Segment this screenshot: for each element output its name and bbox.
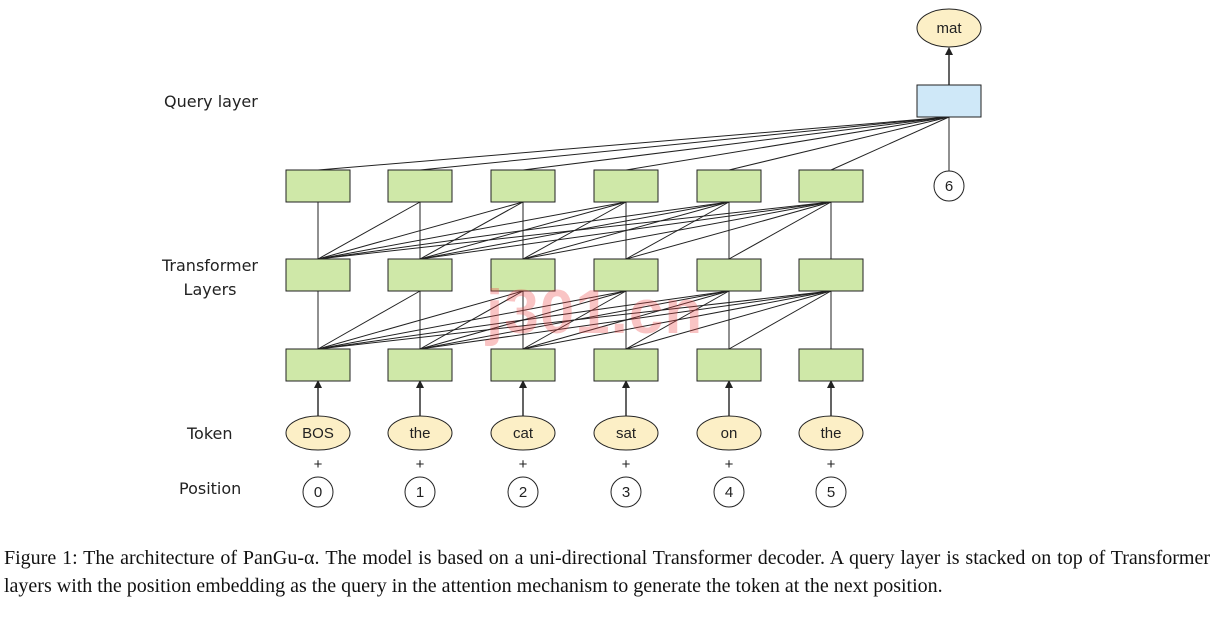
figure-caption: Figure 1: The architecture of PanGu-α. T…: [4, 547, 1210, 597]
attention-edge: [625, 201, 832, 260]
position-number: 2: [519, 484, 527, 501]
token-ellipse: [696, 415, 762, 451]
query-layer-label: Query layer: [164, 92, 258, 111]
transformer-middle-box: [387, 258, 453, 292]
transformer-bottom-box: [593, 348, 659, 382]
query-attention-edge: [728, 116, 950, 171]
attention-edge: [728, 201, 832, 260]
attention-edge: [419, 290, 832, 350]
position-circle: [815, 476, 847, 508]
transformer-top-box: [285, 169, 351, 203]
transformer-top-box: [696, 169, 762, 203]
token-text: on: [721, 425, 738, 442]
transformer-middle-box: [696, 258, 762, 292]
token-text: BOS: [302, 425, 334, 442]
attention-edge: [625, 290, 832, 350]
position-label: Position: [179, 479, 242, 498]
attention-edge: [522, 201, 832, 260]
output-token-text: mat: [936, 20, 962, 37]
attention-edge: [522, 290, 832, 350]
token-text: the: [821, 425, 842, 442]
transformer-bottom-box: [490, 348, 556, 382]
plus-sign: +: [827, 456, 836, 473]
attention-edge: [317, 290, 832, 350]
transformer-top-box: [490, 169, 556, 203]
position-number: 5: [827, 484, 835, 501]
position-number: 3: [622, 484, 630, 501]
plus-sign: +: [314, 456, 323, 473]
transformer-middle-box: [798, 258, 864, 292]
transformer-label-line2: Layers: [183, 280, 237, 299]
transformer-bottom-box: [387, 348, 453, 382]
attention-edge: [317, 290, 730, 350]
query-attention-edge: [419, 116, 950, 171]
attention-edge: [317, 201, 627, 260]
plus-sign: +: [622, 456, 631, 473]
query-layer-box: [916, 84, 982, 118]
transformer-middle-box: [593, 258, 659, 292]
token-ellipse: [387, 415, 453, 451]
position-number: 1: [416, 484, 424, 501]
plus-sign: +: [519, 456, 528, 473]
attention-edge: [317, 290, 524, 350]
transformer-layers-label: Transformer Layers: [162, 254, 258, 302]
attention-edge: [317, 201, 832, 260]
attention-edge: [728, 290, 832, 350]
plus-sign: +: [725, 456, 734, 473]
position-circle: [302, 476, 334, 508]
token-label: Token: [187, 424, 233, 443]
transformer-label-line1: Transformer: [162, 256, 259, 275]
transformer-middle-box: [285, 258, 351, 292]
transformer-top-box: [387, 169, 453, 203]
attention-edge: [317, 290, 421, 350]
token-text: the: [410, 425, 431, 442]
query-position-number: 6: [945, 178, 953, 195]
token-text: cat: [513, 425, 534, 442]
transformer-bottom-box: [798, 348, 864, 382]
transformer-bottom-box: [285, 348, 351, 382]
query-attention-edge: [625, 116, 950, 171]
token-ellipse: [490, 415, 556, 451]
attention-edge: [317, 201, 421, 260]
position-circle: [404, 476, 436, 508]
position-number: 0: [314, 484, 322, 501]
transformer-middle-box: [490, 258, 556, 292]
transformer-bottom-box: [696, 348, 762, 382]
attention-edge: [317, 201, 730, 260]
query-attention-edge: [317, 116, 950, 171]
transformer-top-box: [798, 169, 864, 203]
position-circle: [713, 476, 745, 508]
query-attention-edge: [830, 116, 950, 171]
plus-sign: +: [416, 456, 425, 473]
token-text: sat: [616, 425, 637, 442]
transformer-top-box: [593, 169, 659, 203]
position-circle: [507, 476, 539, 508]
attention-edge: [317, 201, 524, 260]
position-circle: [610, 476, 642, 508]
query-attention-edge: [522, 116, 950, 171]
token-ellipse: [798, 415, 864, 451]
watermark: j301.cn: [486, 278, 704, 347]
token-ellipse: [285, 415, 351, 451]
attention-edge: [419, 201, 832, 260]
output-token-ellipse: [916, 8, 982, 48]
position-number: 4: [725, 484, 733, 501]
attention-edge: [317, 290, 627, 350]
token-ellipse: [593, 415, 659, 451]
query-position-circle: [933, 170, 965, 202]
